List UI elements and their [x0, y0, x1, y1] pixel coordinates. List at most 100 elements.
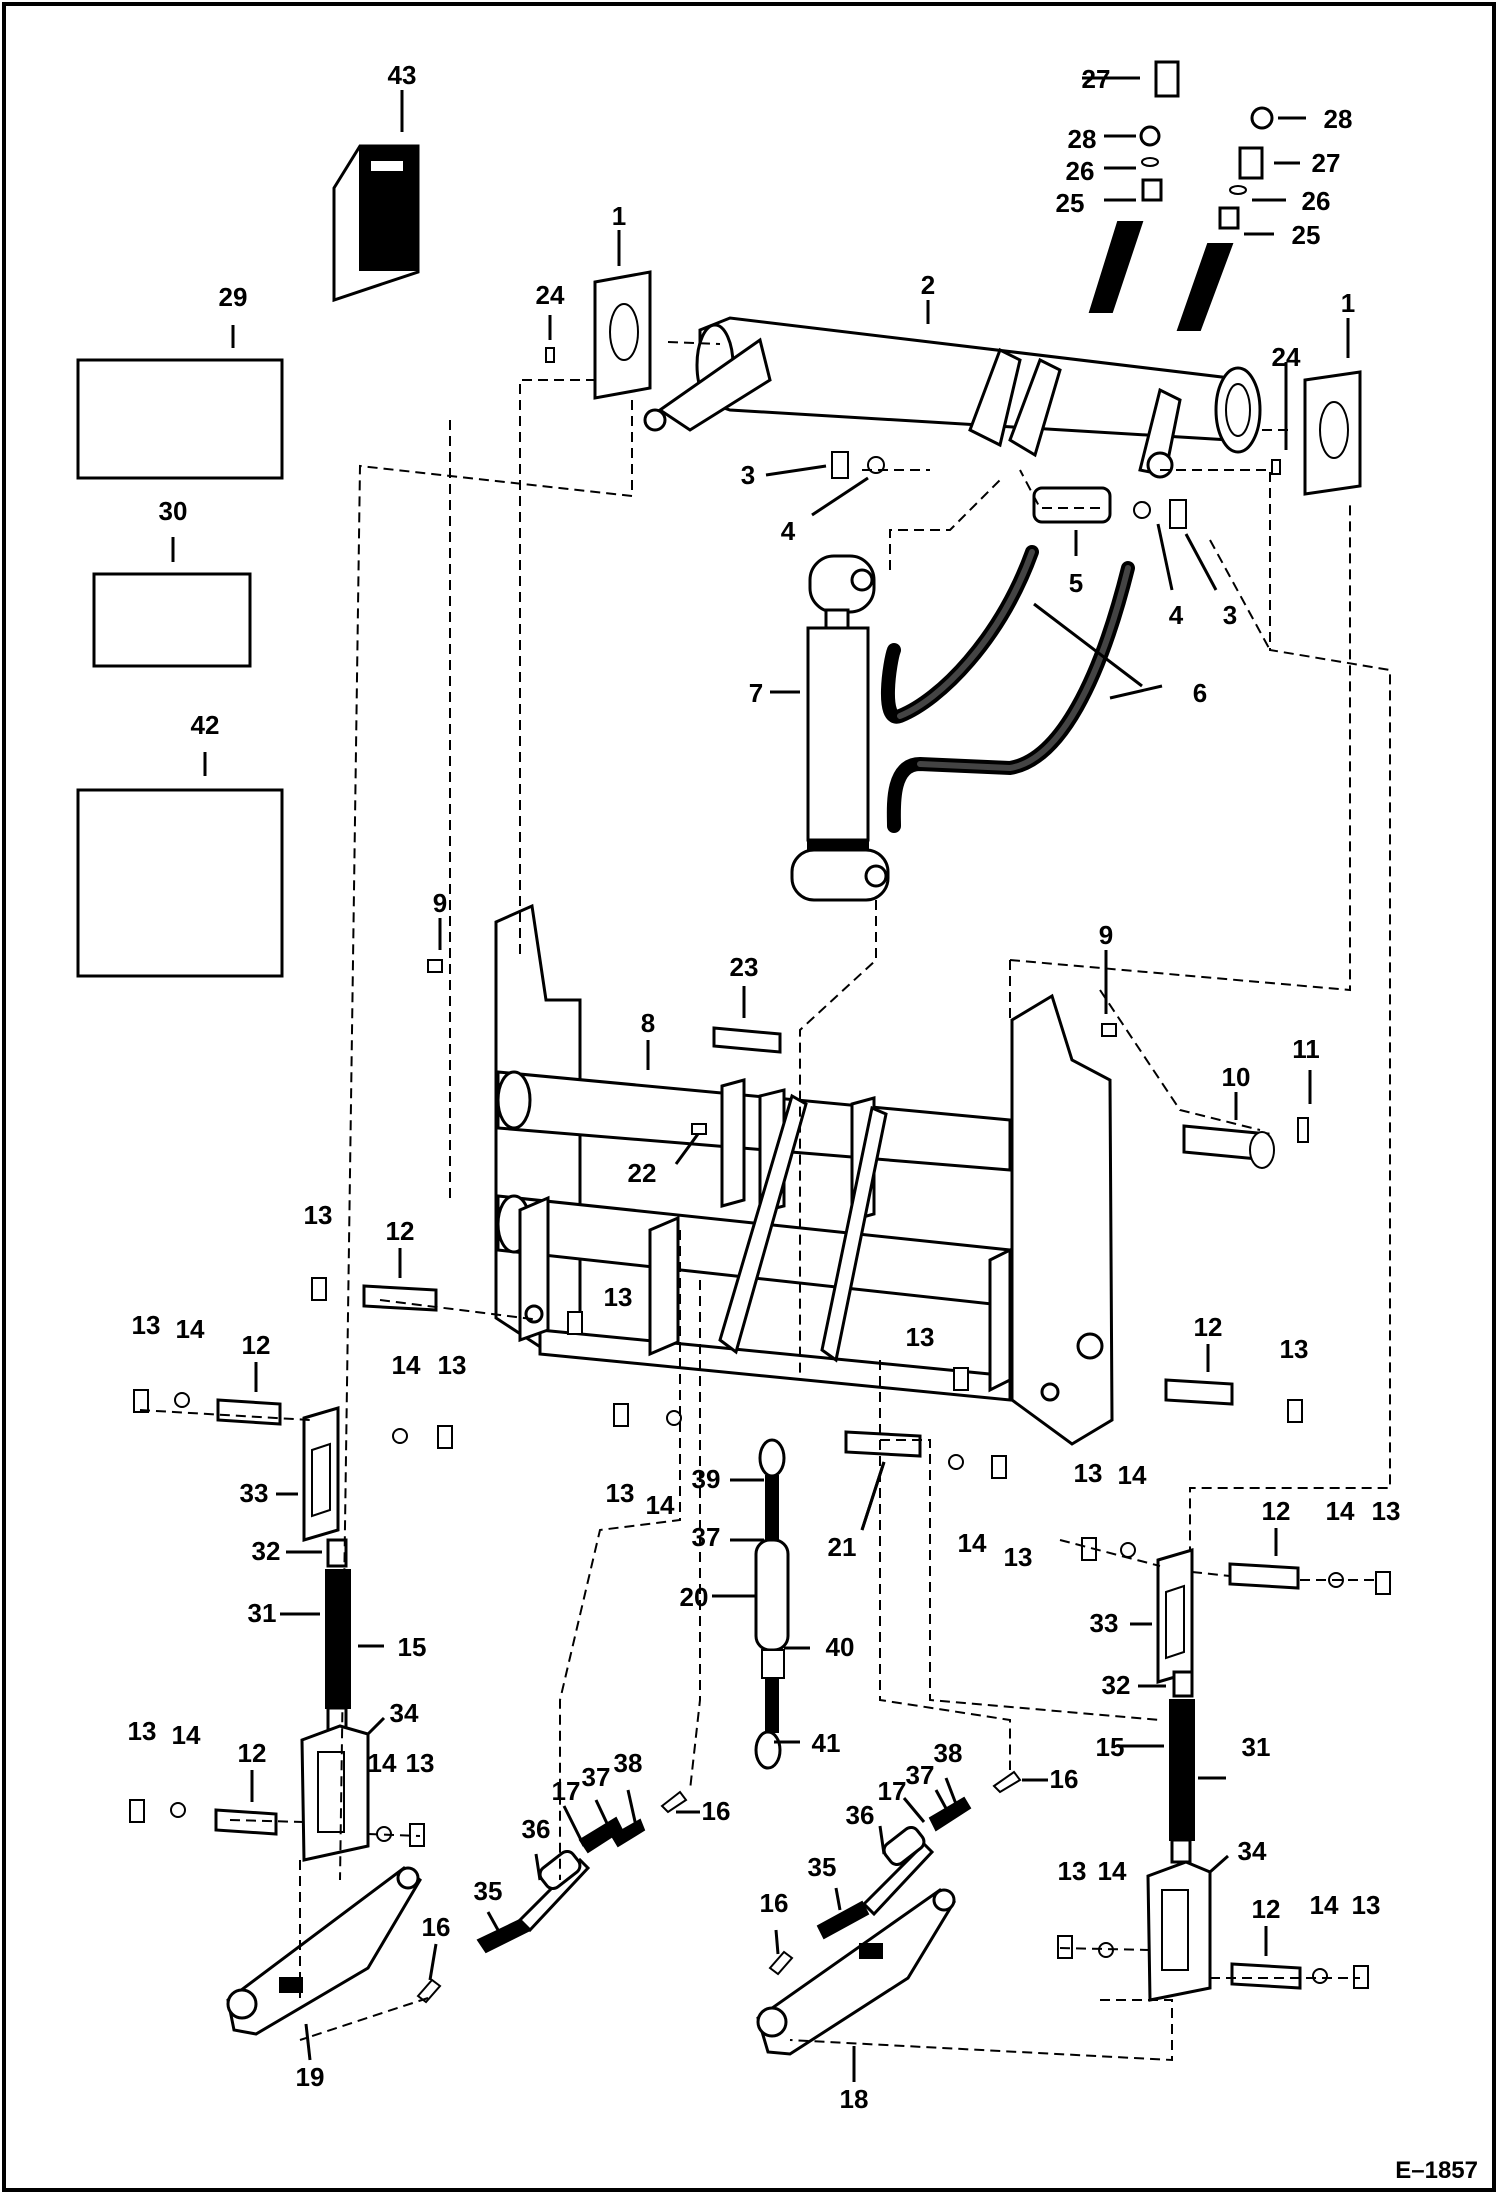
- callout-37: 37: [692, 1522, 721, 1552]
- callout-26: 26: [1066, 156, 1095, 186]
- callout-13: 13: [1058, 1856, 1087, 1886]
- callout-40: 40: [826, 1632, 855, 1662]
- callout-24: 24: [536, 280, 565, 310]
- left-link-assembly: [276, 1405, 386, 1862]
- callout-34: 34: [390, 1698, 419, 1728]
- bolt-9-left: [427, 918, 443, 973]
- callout-36: 36: [522, 1814, 551, 1844]
- callout-13: 13: [906, 1322, 935, 1352]
- callout-27: 27: [1312, 148, 1341, 178]
- part-18-arm: [756, 1888, 956, 2082]
- callout-25: 25: [1292, 220, 1321, 250]
- callout-38: 38: [614, 1748, 643, 1778]
- callout-5: 5: [1069, 568, 1083, 598]
- callout-19: 19: [296, 2062, 325, 2092]
- decal-29: [76, 325, 284, 480]
- callout-22: 22: [628, 1158, 657, 1188]
- callout-21: 21: [828, 1532, 857, 1562]
- callout-29: 29: [219, 282, 248, 312]
- callout-37: 37: [582, 1762, 611, 1792]
- pin-group-5: [1032, 486, 1218, 591]
- part-1-plate-right: [1303, 318, 1362, 496]
- callout-12: 12: [1262, 1496, 1291, 1526]
- part-8-frame: [494, 903, 1114, 1446]
- callout-35: 35: [808, 1852, 837, 1882]
- callout-13: 13: [1074, 1458, 1103, 1488]
- callout-13: 13: [438, 1350, 467, 1380]
- callout-7: 7: [749, 678, 763, 708]
- alignment-lines: [139, 341, 1391, 2062]
- callout-25: 25: [1056, 188, 1085, 218]
- part-2-cross-tube: [643, 300, 1262, 479]
- callout-14: 14: [172, 1720, 201, 1750]
- callout-9: 9: [433, 888, 447, 918]
- bolt-9-right: [1101, 950, 1117, 1037]
- part-7-cylinder: [770, 554, 890, 902]
- callout-16: 16: [422, 1912, 451, 1942]
- pin-group-3-4: [765, 451, 885, 517]
- callout-34: 34: [1238, 1836, 1267, 1866]
- callout-16: 16: [702, 1796, 731, 1826]
- callout-1: 1: [612, 201, 626, 231]
- callout-15: 15: [398, 1632, 427, 1662]
- right-adjuster-rods: [768, 1770, 1048, 1976]
- callout-8: 8: [641, 1008, 655, 1038]
- callout-13: 13: [1352, 1890, 1381, 1920]
- callout-12: 12: [1194, 1312, 1223, 1342]
- callout-3: 3: [1223, 600, 1237, 630]
- callout-13: 13: [1372, 1496, 1401, 1526]
- callout-24: 24: [1272, 342, 1301, 372]
- part-1-plate-left: [593, 230, 652, 400]
- callout-43: 43: [388, 60, 417, 90]
- callout-14: 14: [1310, 1890, 1339, 1920]
- callout-13: 13: [406, 1748, 435, 1778]
- callout-13: 13: [304, 1200, 333, 1230]
- callout-14: 14: [392, 1350, 421, 1380]
- callout-10: 10: [1222, 1062, 1251, 1092]
- fittings-right: [1176, 106, 1306, 331]
- callout-12: 12: [242, 1330, 271, 1360]
- center-turnbuckle: [712, 1438, 810, 1770]
- callout-12: 12: [238, 1738, 267, 1768]
- callout-13: 13: [1280, 1334, 1309, 1364]
- callout-39: 39: [692, 1464, 721, 1494]
- pin-10: [1182, 1092, 1275, 1169]
- callout-4: 4: [781, 516, 796, 546]
- fittings-left: [1082, 60, 1180, 313]
- callout-3: 3: [741, 460, 755, 490]
- callout-labels: 1 1 2 3 3 4 4 5 6 7 8 9 9 10 11 12 12 12…: [128, 60, 1401, 2114]
- callout-18: 18: [840, 2084, 869, 2114]
- callout-4: 4: [1169, 600, 1184, 630]
- callout-14: 14: [1118, 1460, 1147, 1490]
- pins-12: [214, 1248, 1302, 1990]
- callout-23: 23: [730, 952, 759, 982]
- clips-13-washers-14: [129, 1277, 1391, 1989]
- pin-24-right: [1271, 362, 1288, 475]
- part-43-block: [332, 90, 420, 303]
- callout-12: 12: [386, 1216, 415, 1246]
- pin-23: [712, 986, 782, 1054]
- callout-13: 13: [128, 1716, 157, 1746]
- callout-33: 33: [240, 1478, 269, 1508]
- pin-24-left: [545, 315, 555, 363]
- callout-17: 17: [878, 1776, 907, 1806]
- callout-27: 27: [1082, 64, 1111, 94]
- callout-28: 28: [1324, 104, 1353, 134]
- part-6-hoses: [881, 545, 1163, 833]
- callout-16: 16: [1050, 1764, 1079, 1794]
- callout-35: 35: [474, 1876, 503, 1906]
- left-adjuster-rods: [416, 1789, 700, 2004]
- callout-14: 14: [958, 1528, 987, 1558]
- callout-13: 13: [132, 1310, 161, 1340]
- callout-31: 31: [248, 1598, 277, 1628]
- callout-20: 20: [680, 1582, 709, 1612]
- callout-13: 13: [604, 1282, 633, 1312]
- callout-9: 9: [1099, 920, 1113, 950]
- callout-28: 28: [1068, 124, 1097, 154]
- callout-12: 12: [1252, 1894, 1281, 1924]
- callout-13: 13: [606, 1478, 635, 1508]
- callout-33: 33: [1090, 1608, 1119, 1638]
- callout-14: 14: [1098, 1856, 1127, 1886]
